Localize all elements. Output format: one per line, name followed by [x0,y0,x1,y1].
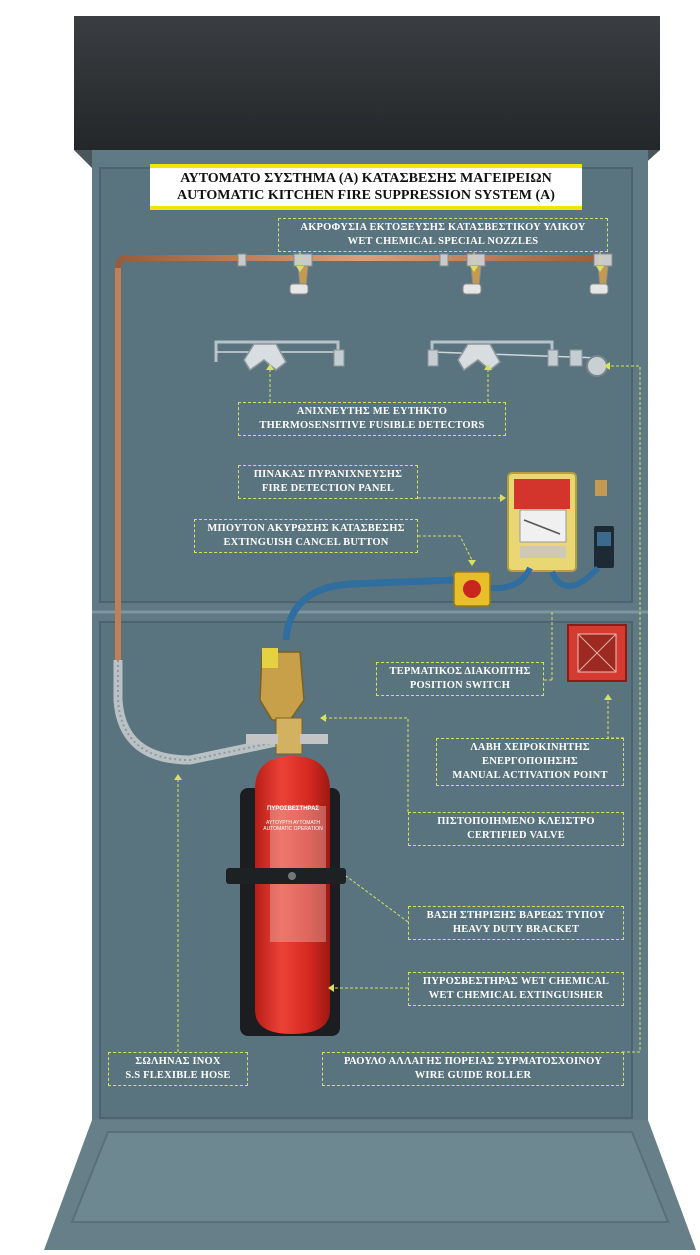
label-nozzles: ΑΚΡΟΦΥΣΙΑ ΕΚΤΟΞΕΥΣΗΣ ΚΑΤΑΣΒΕΣΤΙΚΟΥ ΥΛΙΚΟ… [278,218,608,252]
label-bracket: ΒΑΣΗ ΣΤΗΡΙΞΗΣ ΒΑΡΕΩΣ ΤΥΠΟΥ HEAVY DUTY BR… [408,906,624,940]
label-extinguisher: ΠΥΡΟΣΒΕΣΤΗΡΑΣ WET CHEMICAL WET CHEMICAL … [408,972,624,1006]
blue-conduit [282,576,455,641]
fire-detection-panel-graphic [507,472,577,572]
extinguisher-graphic [226,756,346,1036]
label-valve: ΠΙΣΤΟΠΟΙΗΜΕΝΟ ΚΛΕΙΣΤΡΟ CERTIFIED VALVE [408,812,624,846]
extinguisher-label: ΠΥΡΟΣΒΕΣΤΗΡΑΣ ΑΥΤΟΥΡΓΗ ΑΥΤΟΜΑΤΗ AUTOMATI… [262,806,324,832]
extinguisher-brand: ΠΥΡΟΣΒΕΣΤΗΡΑΣ [266,806,320,812]
title-banner: ΑΥΤΟΜΑΤΟ ΣΥΣΤΗΜΑ (Α) ΚΑΤΑΣΒΕΣΗΣ ΜΑΓΕΙΡΕΙ… [150,164,582,210]
label-cancel: ΜΠΟΥΤΟΝ ΑΚΥΡΩΣΗΣ ΚΑΤΑΣΒΕΣΗΣ EXTINGUISH C… [194,519,418,553]
extinguisher-line1: ΑΥΤΟΥΡΓΗ ΑΥΤΟΜΑΤΗ [265,820,321,826]
label-detectors: ΑΝΙΧΝΕΥΤΗΣ ΜΕ ΕΥΤΗΚΤΟ THERMOSENSITIVE FU… [238,402,506,436]
nozzle-group [237,253,613,295]
title-english: AUTOMATIC KITCHEN FIRE SUPPRESSION SYSTE… [177,188,555,203]
label-hose: ΣΩΛΗΝΑΣ INOX S.S FLEXIBLE HOSE [108,1052,248,1086]
valve-assembly [246,648,328,755]
pulley-wheel [586,355,608,377]
copper-pipe [115,255,608,660]
label-manual: ΛΑΒΗ ΧΕΙΡΟΚΙΝΗΤΗΣ ΕΝΕΡΓΟΠΟΙΗΣΗΣ MANUAL A… [436,738,624,786]
header-canopy [74,16,660,150]
title-greek: ΑΥΤΟΜΑΤΟ ΣΥΣΤΗΜΑ (Α) ΚΑΤΑΣΒΕΣΗΣ ΜΑΓΕΙΡΕΙ… [180,171,552,186]
label-switch: ΤΕΡΜΑΤΙΚΟΣ ΔΙΑΚΟΠΤΗΣ POSITION SWITCH [376,662,544,696]
extinguisher-line2: AUTOMATIC OPERATION [263,826,323,832]
label-roller: ΡΑΟΥΛΟ ΑΛΛΑΓΗΣ ΠΟΡΕΙΑΣ ΣΥΡΜΑΤΟΣΧΟΙΝΟΥ WI… [322,1052,624,1086]
label-panel: ΠΙΝΑΚΑΣ ΠΥΡΑΝΙΧΝΕΥΣΗΣ FIRE DETECTION PAN… [238,465,418,499]
